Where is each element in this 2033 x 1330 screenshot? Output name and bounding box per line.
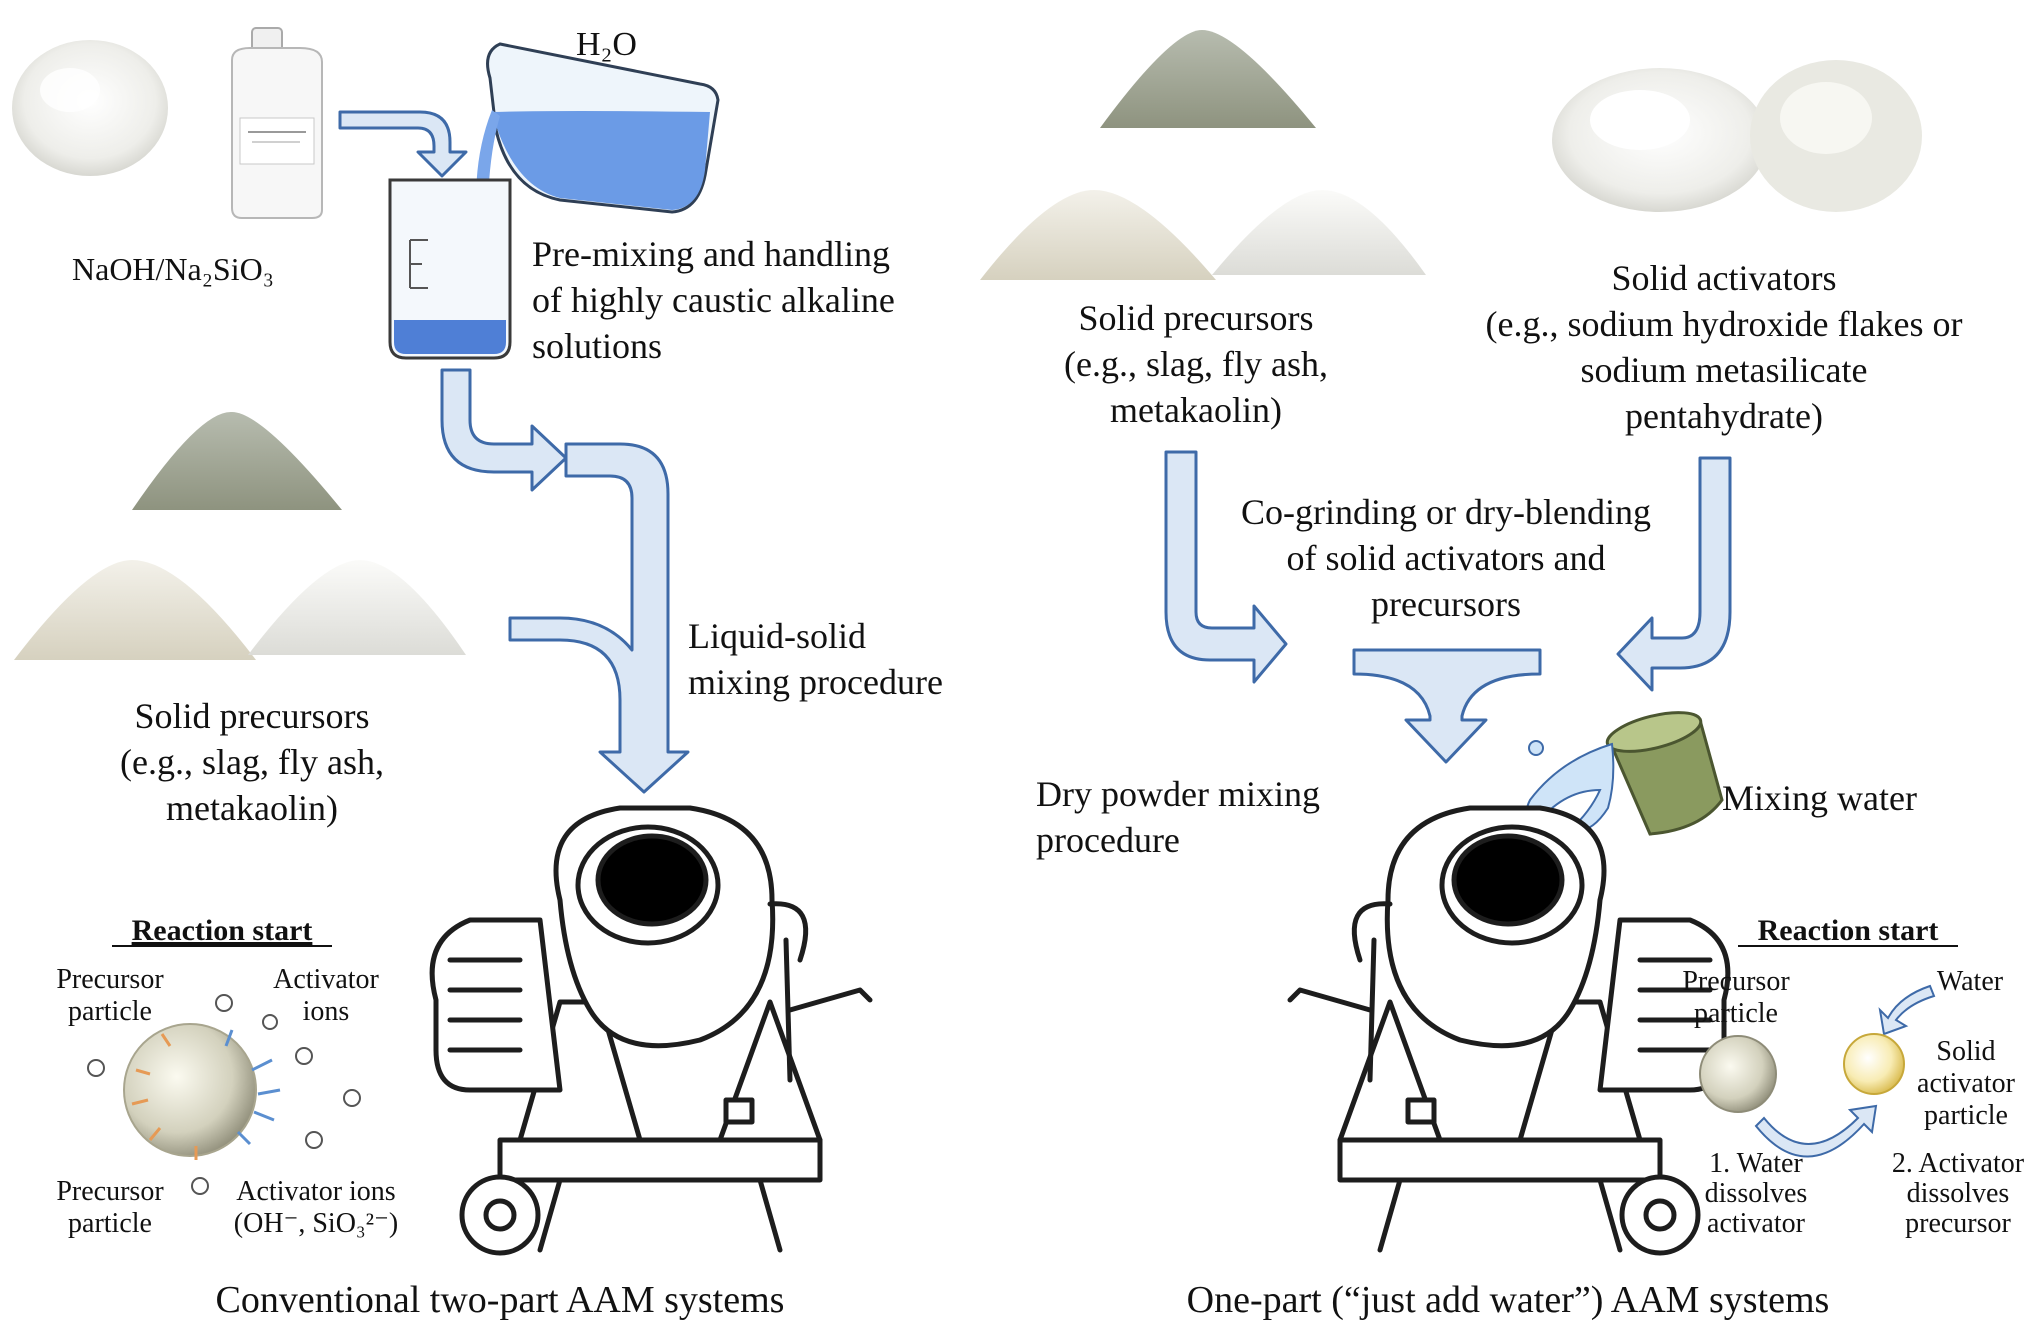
alkali-label: NaOH/Na₂SiO₃ <box>72 251 274 287</box>
precursor-label-bottom-left: Precursor particle <box>56 1176 164 1239</box>
solid-activators-icon <box>1552 60 1922 212</box>
beaker-icon <box>388 178 512 360</box>
svg-text:dissolves: dissolves <box>1907 1178 2010 1209</box>
premix-text: Pre-mixing and handling of highly causti… <box>532 234 895 366</box>
activator-ion-dots <box>87 994 361 1195</box>
svg-text:activator: activator <box>1917 1068 2016 1099</box>
white-powder-pile-icon <box>248 560 466 655</box>
white-powder-pile-icon <box>1212 190 1426 275</box>
svg-text:Precursor: Precursor <box>1682 966 1790 997</box>
svg-text:(e.g., slag, fly ash,: (e.g., slag, fly ash, <box>1064 344 1328 384</box>
arrow-precursors-down <box>1164 450 1288 684</box>
grey-powder-pile-icon <box>132 411 342 510</box>
svg-text:procedure: procedure <box>1036 820 1180 860</box>
svg-text:(e.g., sodium hydroxide flakes: (e.g., sodium hydroxide flakes or <box>1486 304 1963 344</box>
caption-left: Conventional two-part AAM systems <box>216 1279 785 1321</box>
svg-text:Solid precursors: Solid precursors <box>1079 298 1314 338</box>
dry-mix-text: Dry powder mixing procedure <box>1036 774 1320 860</box>
svg-text:ions: ions <box>303 996 350 1027</box>
mixing-text-left: Liquid-solid mixing procedure <box>688 616 943 702</box>
water-small-arrow <box>1878 984 1936 1036</box>
svg-text:dissolves: dissolves <box>1705 1178 1808 1209</box>
svg-text:1. Water: 1. Water <box>1709 1148 1803 1179</box>
precursor-particle-icon-left <box>123 1023 257 1157</box>
svg-text:pentahydrate): pentahydrate) <box>1625 396 1823 436</box>
svg-text:Liquid-solid: Liquid-solid <box>688 616 866 656</box>
svg-text:mixing procedure: mixing procedure <box>688 662 943 702</box>
svg-text:particle: particle <box>68 996 152 1027</box>
svg-text:precursors: precursors <box>1371 584 1521 624</box>
svg-text:Activator ions: Activator ions <box>236 1176 395 1207</box>
reaction-title-left: Reaction start <box>132 914 313 947</box>
svg-text:metakaolin): metakaolin) <box>166 788 338 828</box>
svg-text:Dry powder mixing: Dry powder mixing <box>1036 774 1320 814</box>
svg-text:Precursor: Precursor <box>56 1176 164 1207</box>
svg-text:Co-grinding or dry-blending: Co-grinding or dry-blending <box>1241 492 1651 532</box>
precursor-label-right: Precursor particle <box>1682 966 1790 1029</box>
svg-text:(OH⁻, SiO₃²⁻): (OH⁻, SiO₃²⁻) <box>234 1208 398 1239</box>
svg-text:Solid precursors: Solid precursors <box>135 696 370 736</box>
precursors-text-right: Solid precursors (e.g., slag, fly ash, m… <box>1064 298 1328 430</box>
precursor-powders-right <box>980 30 1426 280</box>
svg-text:of highly caustic alkaline: of highly caustic alkaline <box>532 280 895 320</box>
activator-ion-arrows <box>224 1029 281 1146</box>
svg-text:activator: activator <box>1707 1208 1806 1239</box>
svg-text:2. Activator: 2. Activator <box>1892 1148 2025 1179</box>
precursor-label-top-left: Precursor particle <box>56 964 164 1027</box>
activator-label-bottom-left: Activator ions (OH⁻, SiO₃²⁻) <box>234 1176 398 1239</box>
solid-activator-label: Solid activator particle <box>1917 1036 2016 1131</box>
reaction-title-right: Reaction start <box>1758 914 1939 947</box>
concrete-mixer-icon <box>429 805 873 1256</box>
activator-particle-icon <box>1843 1033 1905 1095</box>
arrow-bottle-to-beaker <box>338 110 468 178</box>
grey-powder-pile-icon <box>1100 30 1316 128</box>
activator-label-top-left: Activator ions <box>273 964 379 1027</box>
precursor-powders-left <box>14 411 466 660</box>
svg-text:precursor: precursor <box>1905 1208 2011 1239</box>
svg-text:sodium metasilicate: sodium metasilicate <box>1581 350 1868 390</box>
step1-label: 1. Water dissolves activator <box>1705 1148 1808 1239</box>
precursor-ion-arrows <box>131 1033 198 1160</box>
step2-label: 2. Activator dissolves precursor <box>1892 1148 2025 1239</box>
activators-text: Solid activators (e.g., sodium hydroxide… <box>1486 258 1963 436</box>
cogrind-text: Co-grinding or dry-blending of solid act… <box>1241 492 1651 624</box>
alkali-powder-icon <box>12 40 168 176</box>
svg-text:of solid activators and: of solid activators and <box>1287 538 1606 578</box>
arrow-liquid-solid-merge <box>508 442 690 794</box>
arrow-beaker-to-mixing <box>440 368 568 492</box>
arrow-activators-down <box>1616 456 1732 692</box>
svg-text:(e.g., slag, fly ash,: (e.g., slag, fly ash, <box>120 742 384 782</box>
svg-text:Solid: Solid <box>1936 1036 1995 1067</box>
precursors-text-left: Solid precursors (e.g., slag, fly ash, m… <box>120 696 384 828</box>
arrow-merge-dry-blend <box>1352 648 1542 764</box>
water-label-left: H₂O <box>576 26 637 63</box>
water-label-small: Water <box>1937 966 2004 997</box>
caption-right: One-part (“just add water”) AAM systems <box>1187 1279 1830 1321</box>
svg-text:particle: particle <box>1924 1100 2008 1131</box>
svg-text:Activator: Activator <box>273 964 379 995</box>
beige-powder-pile-icon <box>980 190 1216 280</box>
svg-text:Pre-mixing and handling: Pre-mixing and handling <box>532 234 890 274</box>
precursor-particle-icon-right <box>1699 1035 1777 1113</box>
svg-text:particle: particle <box>68 1208 152 1239</box>
beige-powder-pile-icon <box>14 560 256 660</box>
concrete-mixer-icon-right <box>1287 805 1731 1256</box>
exchange-arrow <box>1754 1104 1878 1158</box>
mixing-water-label: Mixing water <box>1722 778 1917 818</box>
svg-text:Solid activators: Solid activators <box>1612 258 1837 298</box>
svg-text:particle: particle <box>1694 998 1778 1029</box>
svg-text:solutions: solutions <box>532 326 662 366</box>
svg-text:metakaolin): metakaolin) <box>1110 390 1282 430</box>
bottle-icon <box>231 27 323 219</box>
svg-text:Precursor: Precursor <box>56 964 164 995</box>
